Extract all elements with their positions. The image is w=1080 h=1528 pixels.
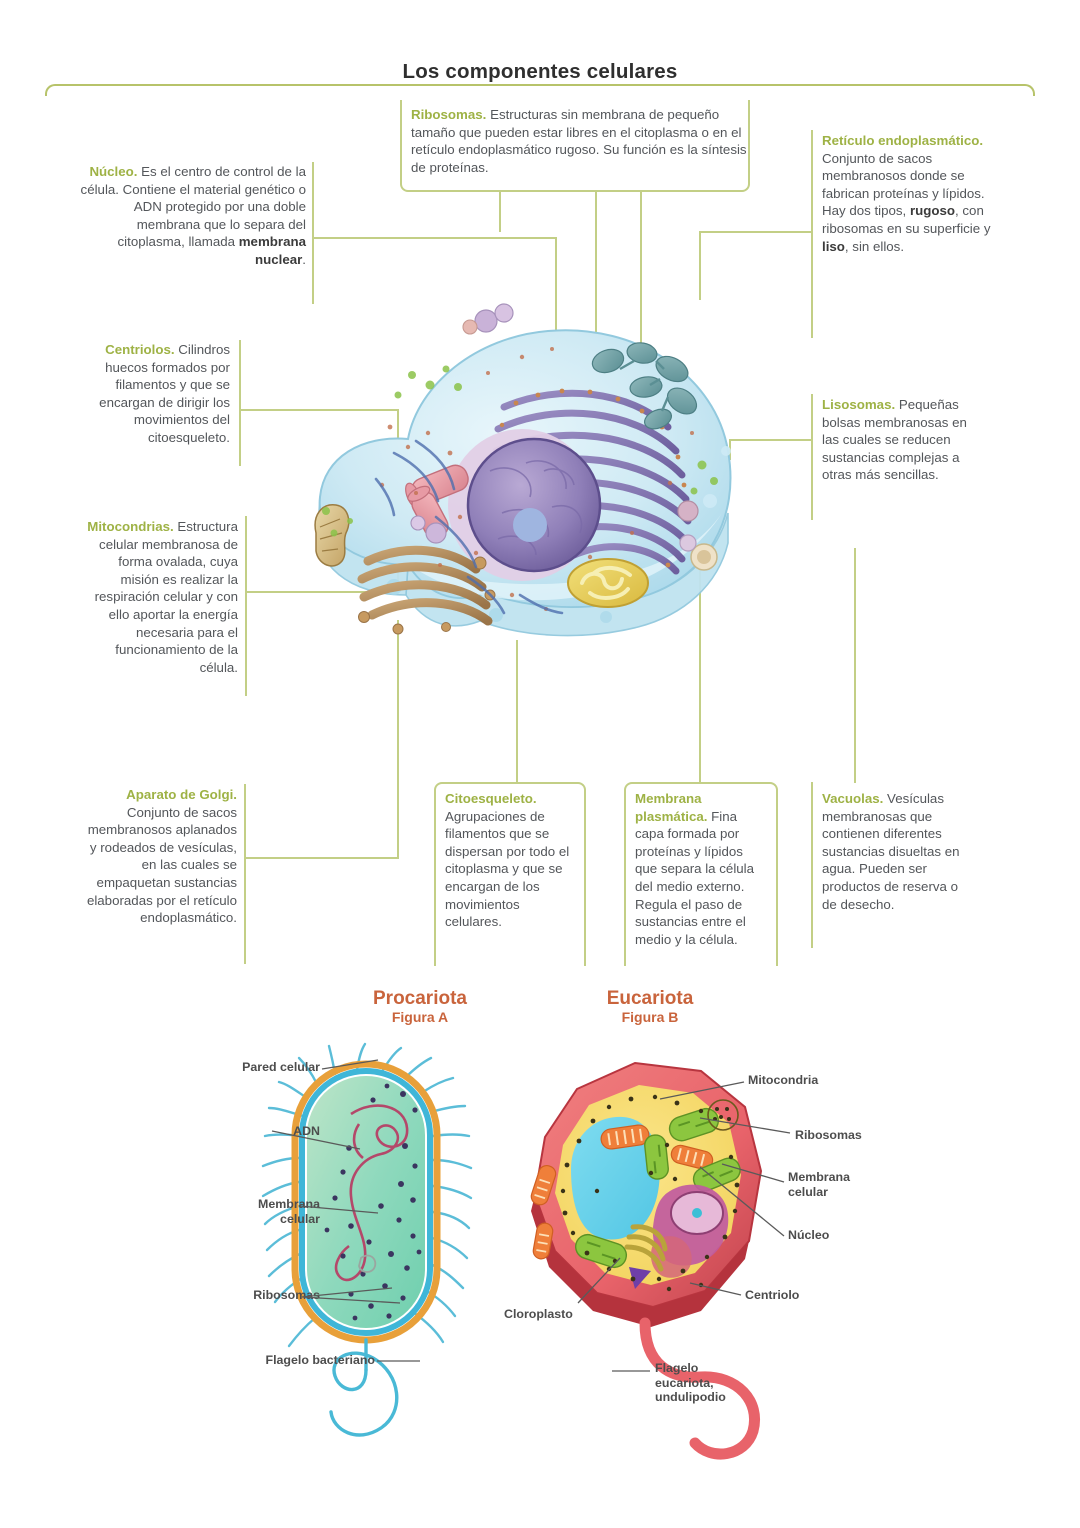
eucariota-flagelo-line1: Flagelo: [655, 1361, 699, 1375]
figure-eucariota-sub: Figura B: [621, 1009, 679, 1025]
callout-nucleo-tail: .: [302, 251, 306, 267]
eucariota-label-membrana-celular: Membrana celular: [788, 1170, 908, 1199]
callout-nucleo-bold: membrana nuclear: [238, 234, 306, 267]
vacuola: [567, 558, 649, 608]
callout-mitocondrias-term: Mitocondrias.: [87, 519, 174, 534]
eucariota-label-cloroplasto: Cloroplasto: [504, 1307, 573, 1321]
callout-nucleo-rule: [312, 162, 314, 304]
callout-lisosomas-text: Pequeñas bolsas membranosas en las cuale…: [822, 397, 967, 483]
eucariota-label-flagelo: Flagelo eucariota, undulipodio: [655, 1361, 775, 1405]
eucariota-label-mitocondria: Mitocondria: [748, 1073, 819, 1087]
callout-reticulo-text-3: , sin ellos.: [844, 238, 905, 254]
callout-mitocondrias: Mitocondrias. Estructura celular membran…: [78, 518, 238, 676]
callout-golgi-rule: [244, 784, 246, 964]
figure-procariota-sub: Figura A: [391, 1009, 449, 1025]
nucleolo: [513, 508, 547, 542]
procariota-label-flagelo: Flagelo bacteriano: [265, 1353, 375, 1367]
callout-ribosomas-text: Estructuras sin membrana de pequeño tama…: [411, 107, 747, 175]
eucariota-aparato-de-golgi: [624, 1224, 668, 1272]
figure-title-procariota: Procariota Figura A: [305, 988, 535, 1025]
granulos-citoplasma: [379, 347, 694, 611]
callout-lisosomas: Lisosomas. Pequeñas bolsas membranosas e…: [822, 396, 982, 484]
ribosomas-libres: [322, 365, 718, 537]
callout-vacuolas-rule: [811, 782, 813, 948]
eucariota-centriolo: [629, 1267, 651, 1289]
callout-vacuolas-text: Vesículas membranosas que contienen dife…: [822, 791, 960, 912]
smooth-er-connectors: [619, 359, 670, 412]
eucariota-membrana-line2: celular: [788, 1184, 828, 1199]
figure-eucariota-name: Eucariota: [606, 988, 694, 1009]
callout-vacuolas-term: Vacuolas.: [822, 791, 884, 806]
callout-reticulo-bold-1: rugoso: [909, 203, 956, 219]
callout-nucleo-text: Es el centro de control de la célula. Co…: [80, 164, 306, 250]
nucleo: [448, 429, 602, 582]
callout-lisosomas-rule: [811, 394, 813, 520]
callout-reticulo-endoplasmatico: Retículo endoplasmático. Conjunto de sac…: [822, 132, 992, 255]
prokaryotic-cell-illustration: [261, 1042, 473, 1437]
callout-citoesqueleto-text: Agrupaciones de filamentos que se disper…: [445, 808, 570, 930]
callout-lisosomas-term: Lisosomas.: [822, 397, 896, 412]
eucariota-flagelo-line3: undulipodio: [655, 1390, 726, 1404]
callout-ribosomas-term: Ribosomas.: [411, 107, 487, 122]
reticulo-endoplasmatico-liso: [591, 342, 698, 430]
eucariota-label-ribosomas: Ribosomas: [795, 1128, 862, 1142]
figure-procariota-name: Procariota: [373, 988, 467, 1009]
callout-nucleo-term: Núcleo.: [89, 164, 138, 179]
eucariota-vacuola: [571, 1116, 660, 1240]
callout-golgi-text: Conjunto de sacos membranosos aplanados …: [86, 804, 237, 926]
procariota-membrana-line1: Membrana: [258, 1197, 320, 1211]
callout-citoesqueleto-bracket: [434, 782, 586, 966]
callout-reticulo-text-2: , con ribosomas en su superficie y: [822, 203, 991, 236]
callout-centriolos-text: Cilindros huecos formados por filamentos…: [99, 342, 230, 445]
eucariota-mitocondria: [530, 1124, 714, 1260]
aparato-de-golgi: [357, 545, 496, 635]
callout-membrana-term: Membrana plasmática.: [635, 791, 708, 824]
procariota-label-membrana-celular: Membrana celular: [175, 1197, 320, 1226]
lisosoma: [679, 534, 718, 571]
callout-centriolos-rule: [239, 340, 241, 466]
callout-citoesqueleto-term: Citoesqueleto.: [445, 791, 537, 806]
decorative-frame: [45, 84, 1035, 96]
callout-membrana-text: Fina capa formada por proteínas y lípido…: [635, 808, 755, 947]
callout-membrana-plasmatica: Membrana plasmática. Fina capa formada p…: [635, 790, 767, 948]
callout-reticulo-rule: [811, 130, 813, 338]
flagelo-bacteriano: [329, 1338, 399, 1437]
callout-membrana-bracket: [624, 782, 778, 966]
callout-citoesqueleto: Citoesqueleto. Agrupaciones de filamento…: [445, 790, 575, 931]
ribosomas-procariota: [324, 1083, 422, 1321]
callout-reticulo-term: Retículo endoplasmático.: [822, 133, 984, 148]
callout-centriolos-term: Centriolos.: [105, 342, 175, 357]
citoesqueleto: [374, 439, 564, 615]
procariota-label-ribosomas: Ribosomas: [253, 1288, 320, 1302]
callout-nucleo: Núcleo. Es el centro de control de la cé…: [78, 163, 306, 269]
callout-vacuolas: Vacuolas. Vesículas membranosas que cont…: [822, 790, 972, 913]
eucariota-membrana-line1: Membrana: [788, 1170, 850, 1184]
procariota-label-adn: ADN: [293, 1124, 320, 1138]
callout-golgi-term: Aparato de Golgi.: [126, 787, 237, 802]
procariota-label-pared-celular: Pared celular: [242, 1060, 320, 1074]
callout-ribosomas-bracket: [400, 100, 750, 192]
eucariota-flagelo-line2: eucariota,: [655, 1375, 714, 1390]
vesiculas: [410, 303, 699, 544]
callout-centriolos: Centriolos. Cilindros huecos formados po…: [85, 341, 230, 447]
eucariota-label-centriolo: Centriolo: [745, 1288, 800, 1302]
eucariota-label-nucleo: Núcleo: [788, 1228, 830, 1242]
callout-reticulo-bold-2: liso: [822, 238, 845, 254]
callout-ribosomas: Ribosomas. Estructuras sin membrana de p…: [411, 106, 751, 176]
callout-reticulo-text-1: Conjunto de sacos membranosos donde se f…: [822, 150, 985, 219]
flagelo-eucariota: [639, 1317, 760, 1460]
callout-mitocondrias-text: Estructura celular membranosa de forma o…: [94, 519, 238, 675]
plasmido: [358, 1254, 377, 1273]
procariota-membrana-line2: celular: [280, 1211, 320, 1226]
page-title: Los componentes celulares: [384, 60, 696, 84]
figure-title-eucariota: Eucariota Figura B: [535, 988, 765, 1025]
page-title-wrap: Los componentes celulares: [0, 60, 1080, 84]
animal-cell-illustration: [314, 303, 732, 637]
callout-aparato-de-golgi: Aparato de Golgi. Conjunto de sacos memb…: [82, 786, 237, 927]
callout-mitocondrias-rule: [245, 516, 247, 696]
